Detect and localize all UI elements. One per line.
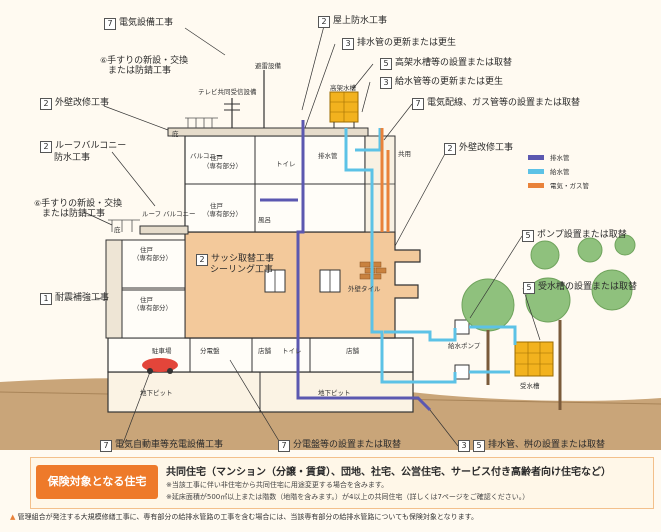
small-unit-1: 住戸 [210,154,223,162]
label-handrail-mid-2: または防錆工事 [42,209,106,219]
small-unit-4: 住戸 [140,296,153,304]
small-private-2: （専有部分） [203,210,242,218]
insurance-badge: 保険対象となる住宅 [36,465,158,499]
small-eave-2: 庇 [114,226,121,234]
small-private-1: （専有部分） [203,162,242,170]
legend-row-drain: 排水管 [528,150,589,164]
pump [454,319,470,335]
pipe-legend: 排水管 給水管 電気・ガス管 [528,150,589,192]
small-store-toilet: トイレ [282,347,302,355]
small-elevated-tank: 高架水槽 [330,84,356,92]
insurance-note-1: ※当該工事に伴い非住宅から共同住宅に用途変更する場合を含みます。 [166,481,389,489]
small-exterior-tile: 外壁タイル [348,285,381,293]
facade [184,231,421,339]
small-distribution: 分電盤 [200,347,220,355]
label-roof-balcony-2: 防水工事 [54,153,91,163]
warning-icon: ▲ [10,513,16,521]
small-tv-antenna: テレビ共同受信設備 [198,88,257,96]
label-handrail-top: ⑥手すりの新設・交換 [100,56,189,66]
small-toilet: トイレ [276,160,296,168]
bottom-note: ▲ 管理組合が発注する大規模修繕工事に、専有部分の給排水管路の工事を含む場合には… [10,513,478,521]
legend-row-gas: 電気・ガス管 [528,178,589,192]
trees [461,234,636,332]
small-private-3: （専有部分） [133,254,172,262]
small-store-2: 店舗 [346,347,359,355]
small-bath: 風呂 [258,216,271,224]
small-pit-left: 地下ピット [140,389,173,397]
small-roof-balcony: ルーフ バルコニー [142,210,196,218]
ground-floor [107,337,414,373]
small-unit-3: 住戸 [140,246,153,254]
small-water-pump: 給水ポンプ [448,342,481,350]
insurance-note-2: ※延床面積が500㎡以上または階数（地階を含みます。）が4以上の共同住宅（詳しく… [166,493,530,501]
small-drain-meter: 排水管 [318,152,338,160]
small-shared-shaft: 共用 [398,150,411,158]
small-receiving-tank: 受水槽 [520,382,540,390]
label-sash-2: シーリング工事 [210,265,274,275]
label-handrail-mid: ⑥手すりの新設・交換 [34,199,123,209]
small-parking: 駐車場 [152,347,172,355]
small-private-4: （専有部分） [133,304,172,312]
small-pit-right: 地下ピット [318,389,351,397]
small-store: 店舗 [258,347,271,355]
receiving-tank [514,341,554,377]
small-unit-2: 住戸 [210,202,223,210]
drain-pipes [260,120,432,412]
small-lightning-rod: 避雷設備 [255,62,281,70]
gas-pipes [380,128,390,232]
insurance-title: 共同住宅（マンション（分譲・賃貸）、団地、社宅、公営住宅、サービス付き高齢者向け… [166,467,611,478]
small-balcony: バルコニー [190,152,223,160]
label-handrail-top-2: または防錆工事 [108,66,172,76]
small-eave: 庇 [172,130,179,138]
legend-row-water: 給水管 [528,164,589,178]
water-pipes [344,128,517,384]
